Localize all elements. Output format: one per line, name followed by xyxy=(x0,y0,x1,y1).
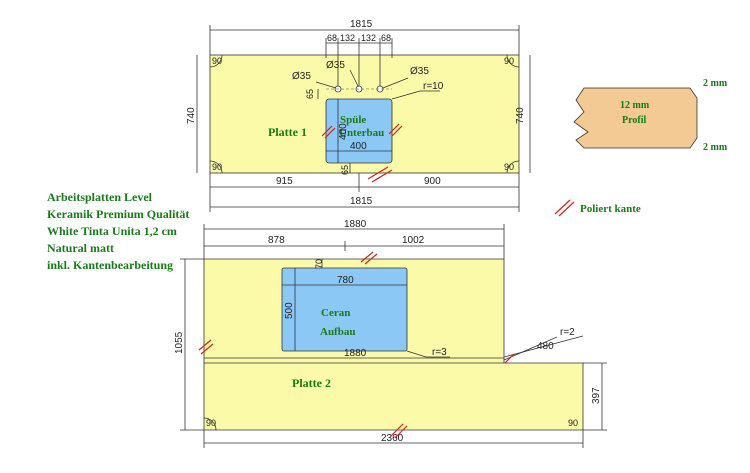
plate-1-corner-tr: 90 xyxy=(504,56,514,66)
plate-2-width-top: 1880 xyxy=(344,219,367,230)
cooktop-label-1: Ceran xyxy=(321,307,350,319)
hole-right-diameter: Ø35 xyxy=(410,66,429,77)
plate-1-width-top: 1815 xyxy=(350,19,373,30)
sink-radius: r=10 xyxy=(423,81,444,92)
spec-line-5: inkl. Kantenbearbeitung xyxy=(47,258,173,272)
polish-mark-plate-2-left xyxy=(198,339,214,355)
plate-1-width-bottom: 1815 xyxy=(350,196,373,207)
polish-legend-label: Poliert kante xyxy=(580,203,641,215)
cooktop-offset-70: 70 xyxy=(314,259,324,269)
plate-1-corner-tl: 90 xyxy=(212,56,222,66)
polish-mark-plate-1-bottom xyxy=(367,166,393,183)
plate-2-extension: 480 xyxy=(537,341,554,352)
spec-line-4: Natural matt xyxy=(47,241,114,255)
offset-65-top: 65 xyxy=(305,89,315,99)
profile-bottom-edge: 2 mm xyxy=(703,142,728,153)
sink-label-1: Spüle xyxy=(340,114,366,126)
offset-65-bottom: 65 xyxy=(340,165,350,175)
profile-top-edge: 2 mm xyxy=(703,78,728,89)
hole-left-diameter: Ø35 xyxy=(292,71,311,82)
cooktop-radius: r=3 xyxy=(432,347,447,358)
polish-mark-plate-2-corner xyxy=(504,353,515,364)
sink-depth: 400 xyxy=(338,123,349,140)
spec-line-1: Arbeitsplatten Level xyxy=(47,190,153,204)
plate-1-corner-bl: 90 xyxy=(212,162,222,172)
plate-2-corner-br: 90 xyxy=(568,418,578,428)
cooktop-label-2: Aufbau xyxy=(320,326,355,338)
cooktop-width: 780 xyxy=(337,275,354,286)
polish-mark-plate-2-bottom xyxy=(390,423,408,439)
plate-2-corner-radius: r=2 xyxy=(560,327,575,338)
cooktop-depth: 500 xyxy=(284,302,295,319)
edge-profile-shape xyxy=(573,87,698,149)
seg-68-right: 68 xyxy=(381,33,391,43)
seg-132-left: 132 xyxy=(340,33,355,43)
sink-label-2: Unterbau xyxy=(339,127,384,139)
polish-mark-sink-right xyxy=(388,123,403,137)
plate-2-width-bottom: 2360 xyxy=(381,433,404,444)
plate-1-corner-br: 90 xyxy=(504,162,514,172)
spec-line-2: Keramik Premium Qualität xyxy=(47,207,189,221)
profile-label-2: Profil xyxy=(622,115,646,126)
plate-1-height-right: 740 xyxy=(515,107,526,124)
plate-2-corner-bl: 90 xyxy=(206,418,216,428)
plate-2-right-part: 1002 xyxy=(402,235,425,246)
spec-line-3: White Tinta Unita 1,2 cm xyxy=(47,224,177,238)
seg-68-left: 68 xyxy=(327,33,337,43)
polish-legend-mark xyxy=(554,199,575,217)
cooktop-cutout xyxy=(281,267,408,352)
polish-mark-sink-left xyxy=(321,125,336,139)
plate-2-height-right: 397 xyxy=(591,387,602,404)
profile-label-1: 12 mm xyxy=(620,100,650,111)
plate-2-height-left: 1055 xyxy=(174,331,185,354)
polish-mark-plate-2-top xyxy=(360,251,378,265)
plate-1-right-part: 900 xyxy=(424,176,441,187)
plate-2-width-mid: 1880 xyxy=(344,348,367,359)
seg-132-right: 132 xyxy=(361,33,376,43)
plate-1-height-left: 740 xyxy=(186,107,197,124)
plate-1-name: Platte 1 xyxy=(268,125,307,139)
hole-mid-diameter: Ø35 xyxy=(326,60,345,71)
plate-2-name: Platte 2 xyxy=(292,376,331,390)
sink-width: 400 xyxy=(350,141,367,152)
plate-1-left-part: 915 xyxy=(276,176,293,187)
plate-2-left-part: 878 xyxy=(268,235,285,246)
